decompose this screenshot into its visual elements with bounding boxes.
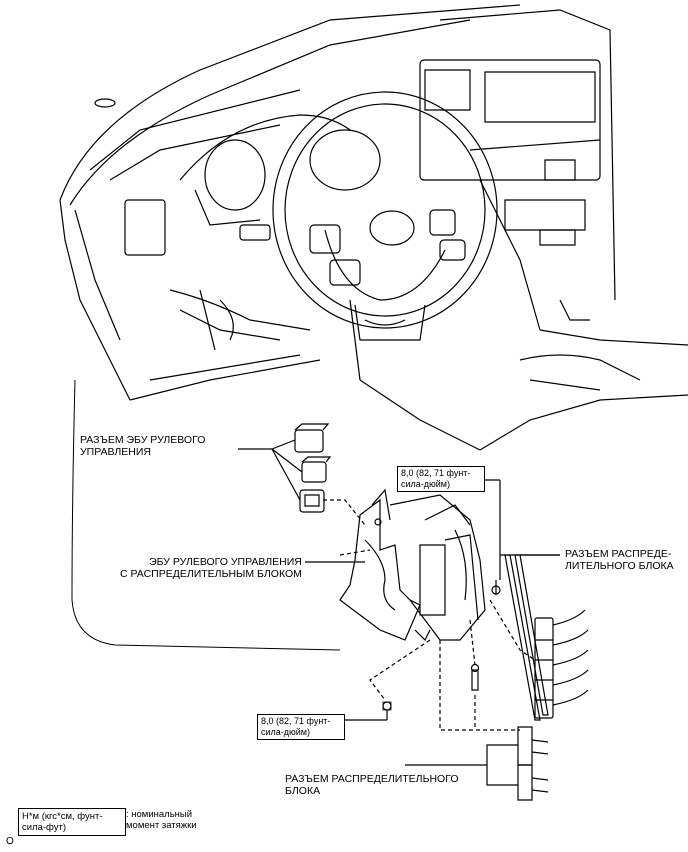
label-junction-block-connector-right: РАЗЪЕМ РАСПРЕДЕ- ЛИТЕЛЬНОГО БЛОКА (565, 548, 674, 572)
dashboard-outline (60, 5, 688, 450)
label-junction-block-connector-bottom: РАЗЪЕМ РАСПРЕДЕЛИТЕЛЬНОГО БЛОКА (285, 773, 459, 797)
center-console (420, 10, 688, 390)
torque-box-lower: 8,0 (82, 71 фунт- сила-дюйм) (257, 714, 345, 740)
label-steering-ecu-connector: РАЗЪЕМ ЭБУ РУЛЕВОГО УПРАВЛЕНИЯ (80, 434, 206, 458)
bolts (383, 665, 479, 711)
steering-wheel (273, 92, 497, 340)
junction-block-connector-bottom (518, 727, 548, 800)
steering-ecu-connectors (238, 424, 330, 512)
legend-unit-box: Н*м (кгс*см, фунт- сила-фут) (18, 808, 126, 836)
label-ecu-junction-block: ЭБУ РУЛЕВОГО УПРАВЛЕНИЯ С РАСПРЕДЕЛИТЕЛЬ… (120, 556, 302, 580)
junction-block-connector-right (505, 555, 588, 720)
legend-description: : номинальный момент затяжки (126, 809, 197, 831)
leader-lines (305, 480, 560, 785)
ecu-junction-block (340, 490, 500, 640)
instrument-cluster (125, 115, 380, 255)
corner-mark: O (6, 836, 14, 847)
lower-panel (72, 290, 340, 650)
torque-box-upper: 8,0 (82, 71 фунт- сила-дюйм) (397, 466, 485, 492)
